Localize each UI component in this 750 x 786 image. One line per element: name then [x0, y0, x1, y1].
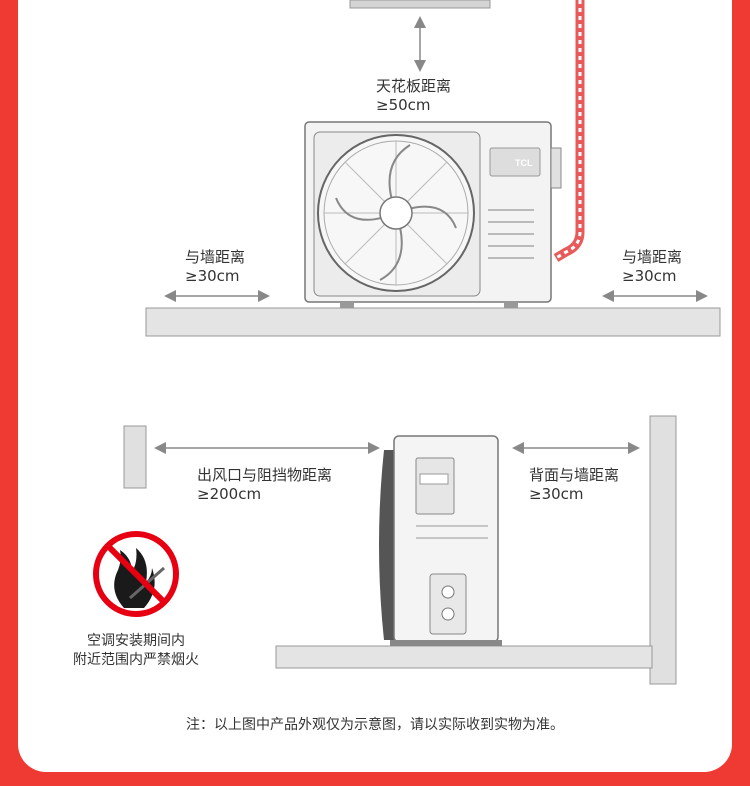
refrigerant-pipe — [553, 0, 585, 262]
brand-logo: TCL — [515, 158, 533, 168]
back-wall-label: 背面与墙距离 ≥30cm — [529, 466, 620, 503]
outdoor-unit-front — [304, 121, 562, 308]
back-wall — [649, 415, 677, 685]
footer-note: 注：以上图中产品外观仅为示意图，请以实际收到实物为准。 — [186, 717, 564, 733]
outlet-distance-label: 出风口与阻挡物距离 ≥200cm — [197, 466, 333, 503]
left-wall-label: 与墙距离 ≥30cm — [185, 248, 246, 285]
install-diagram-card: TCL — [18, 0, 732, 772]
ground-slab-top — [145, 307, 721, 337]
ceiling-block — [349, 0, 491, 9]
fire-warning-text: 空调安装期间内 附近范围内严禁烟火 — [73, 633, 199, 668]
right-wall-label: 与墙距离 ≥30cm — [622, 248, 683, 285]
ground-slab-bottom — [275, 645, 653, 669]
outdoor-unit-side — [379, 435, 502, 646]
no-fire-icon — [93, 531, 179, 617]
ceiling-label: 天花板距离 ≥50cm — [376, 77, 452, 114]
obstacle-block — [123, 425, 147, 489]
diagram-drawing: TCL — [93, 0, 721, 685]
